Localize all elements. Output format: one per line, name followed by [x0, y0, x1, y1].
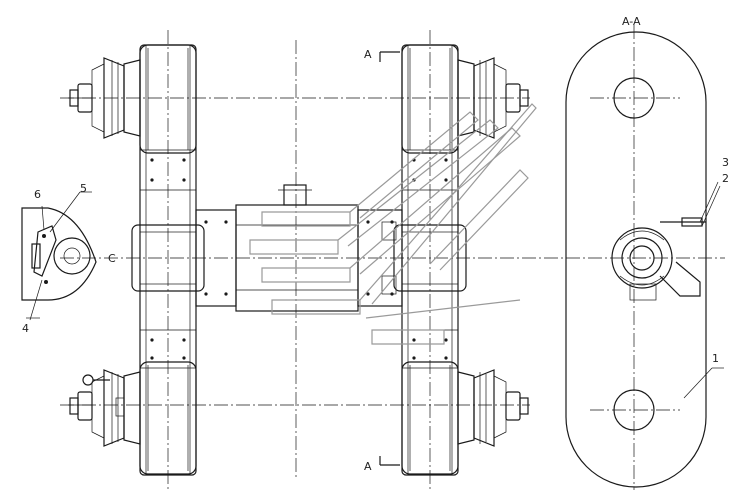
callout-2: 2 [722, 172, 729, 185]
wheel-bottom-left [68, 361, 197, 475]
callout-5: 5 [80, 182, 87, 195]
wheel-top-right [401, 44, 529, 154]
section-mark-top: A [364, 48, 372, 61]
wheel-bottom-right [401, 361, 529, 475]
section-marks [379, 51, 400, 466]
callout-3: 3 [722, 156, 729, 169]
watermark-logo [249, 103, 537, 345]
section-a-a-view [565, 31, 724, 488]
callout-c: C [108, 252, 116, 265]
left-side-frame [131, 44, 205, 476]
left-detail-view [21, 191, 97, 321]
center-lines [60, 25, 725, 490]
central-bolster [195, 184, 403, 312]
callout-6: 6 [34, 188, 41, 201]
labels: A-A A A 1 2 3 4 5 6 C [22, 15, 729, 473]
section-title: A-A [622, 15, 641, 28]
callout-1: 1 [712, 352, 719, 365]
section-mark-bottom: A [364, 460, 372, 473]
wheel-top-left [68, 44, 197, 154]
callout-4: 4 [22, 322, 29, 335]
